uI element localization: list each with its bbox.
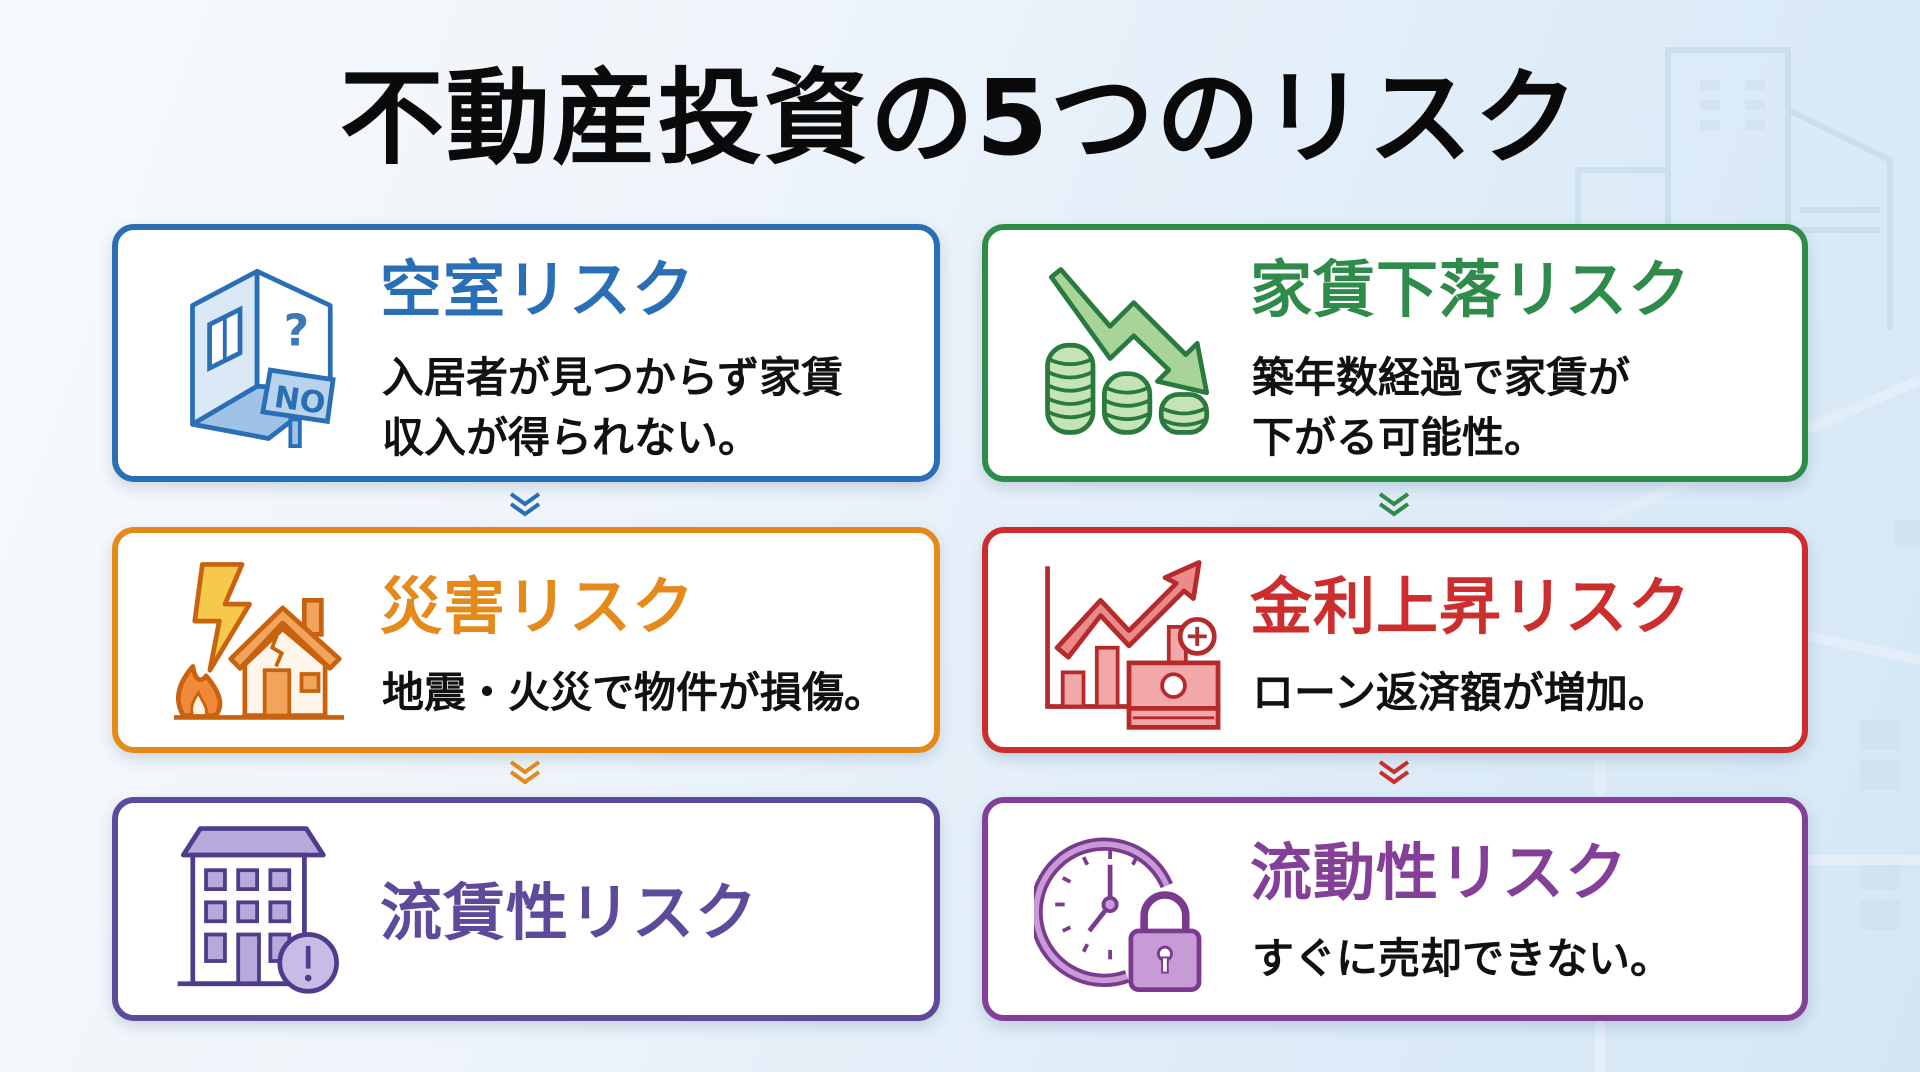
chevron-down-icon	[1378, 760, 1410, 785]
rising-interest-chart-icon	[1045, 560, 1221, 730]
chevron-down-icon	[509, 760, 541, 785]
card-description: ローン返済額が増加。	[1252, 668, 1670, 717]
card-description: すぐに売却できない。	[1252, 934, 1673, 983]
card-title: 流動性リスク	[1250, 836, 1629, 909]
card-title: 流賃性リスク	[380, 876, 759, 949]
card-description: 地震・火災で物件が損傷。	[382, 668, 887, 717]
risk-card-interest-rate: 金利上昇リスク ローン返済額が増加。	[982, 527, 1808, 753]
chevron-down-icon	[1378, 492, 1410, 517]
chevron-down-icon	[509, 492, 541, 517]
card-description: 入居者が見つからず家賃 収入が得られない。	[382, 353, 844, 462]
svg-text:?: ?	[284, 305, 309, 356]
card-title: 金利上昇リスク	[1250, 570, 1692, 643]
falling-coins-icon	[1045, 267, 1210, 435]
disaster-house-icon	[174, 562, 344, 720]
card-title: 災害リスク	[380, 570, 696, 643]
risk-card-disaster: 災害リスク 地震・火災で物件が損傷。	[112, 527, 940, 753]
risk-card-liquidity: 流動性リスク すぐに売却できない。	[982, 797, 1808, 1021]
risk-card-vacancy: ? NO 空室リスク 入居者が見つからず家賃 収入が得られない。	[112, 224, 940, 482]
card-title: 家賃下落リスク	[1250, 253, 1692, 326]
vacant-room-no-sign-icon: ? NO	[190, 268, 336, 448]
risk-card-rent-drop: 家賃下落リスク 築年数経過で家賃が 下がる可能性。	[982, 224, 1808, 482]
page-title: 不動産投資の5つのリスク	[339, 57, 1581, 179]
clock-lock-icon	[1034, 837, 1202, 992]
svg-text:NO: NO	[272, 380, 328, 422]
card-title: 空室リスク	[380, 253, 696, 326]
card-description: 築年数経過で家賃が 下がる可能性。	[1252, 353, 1631, 462]
risk-card-liquidity-building: 流賃性リスク	[112, 797, 940, 1021]
building-warning-icon	[177, 826, 339, 994]
